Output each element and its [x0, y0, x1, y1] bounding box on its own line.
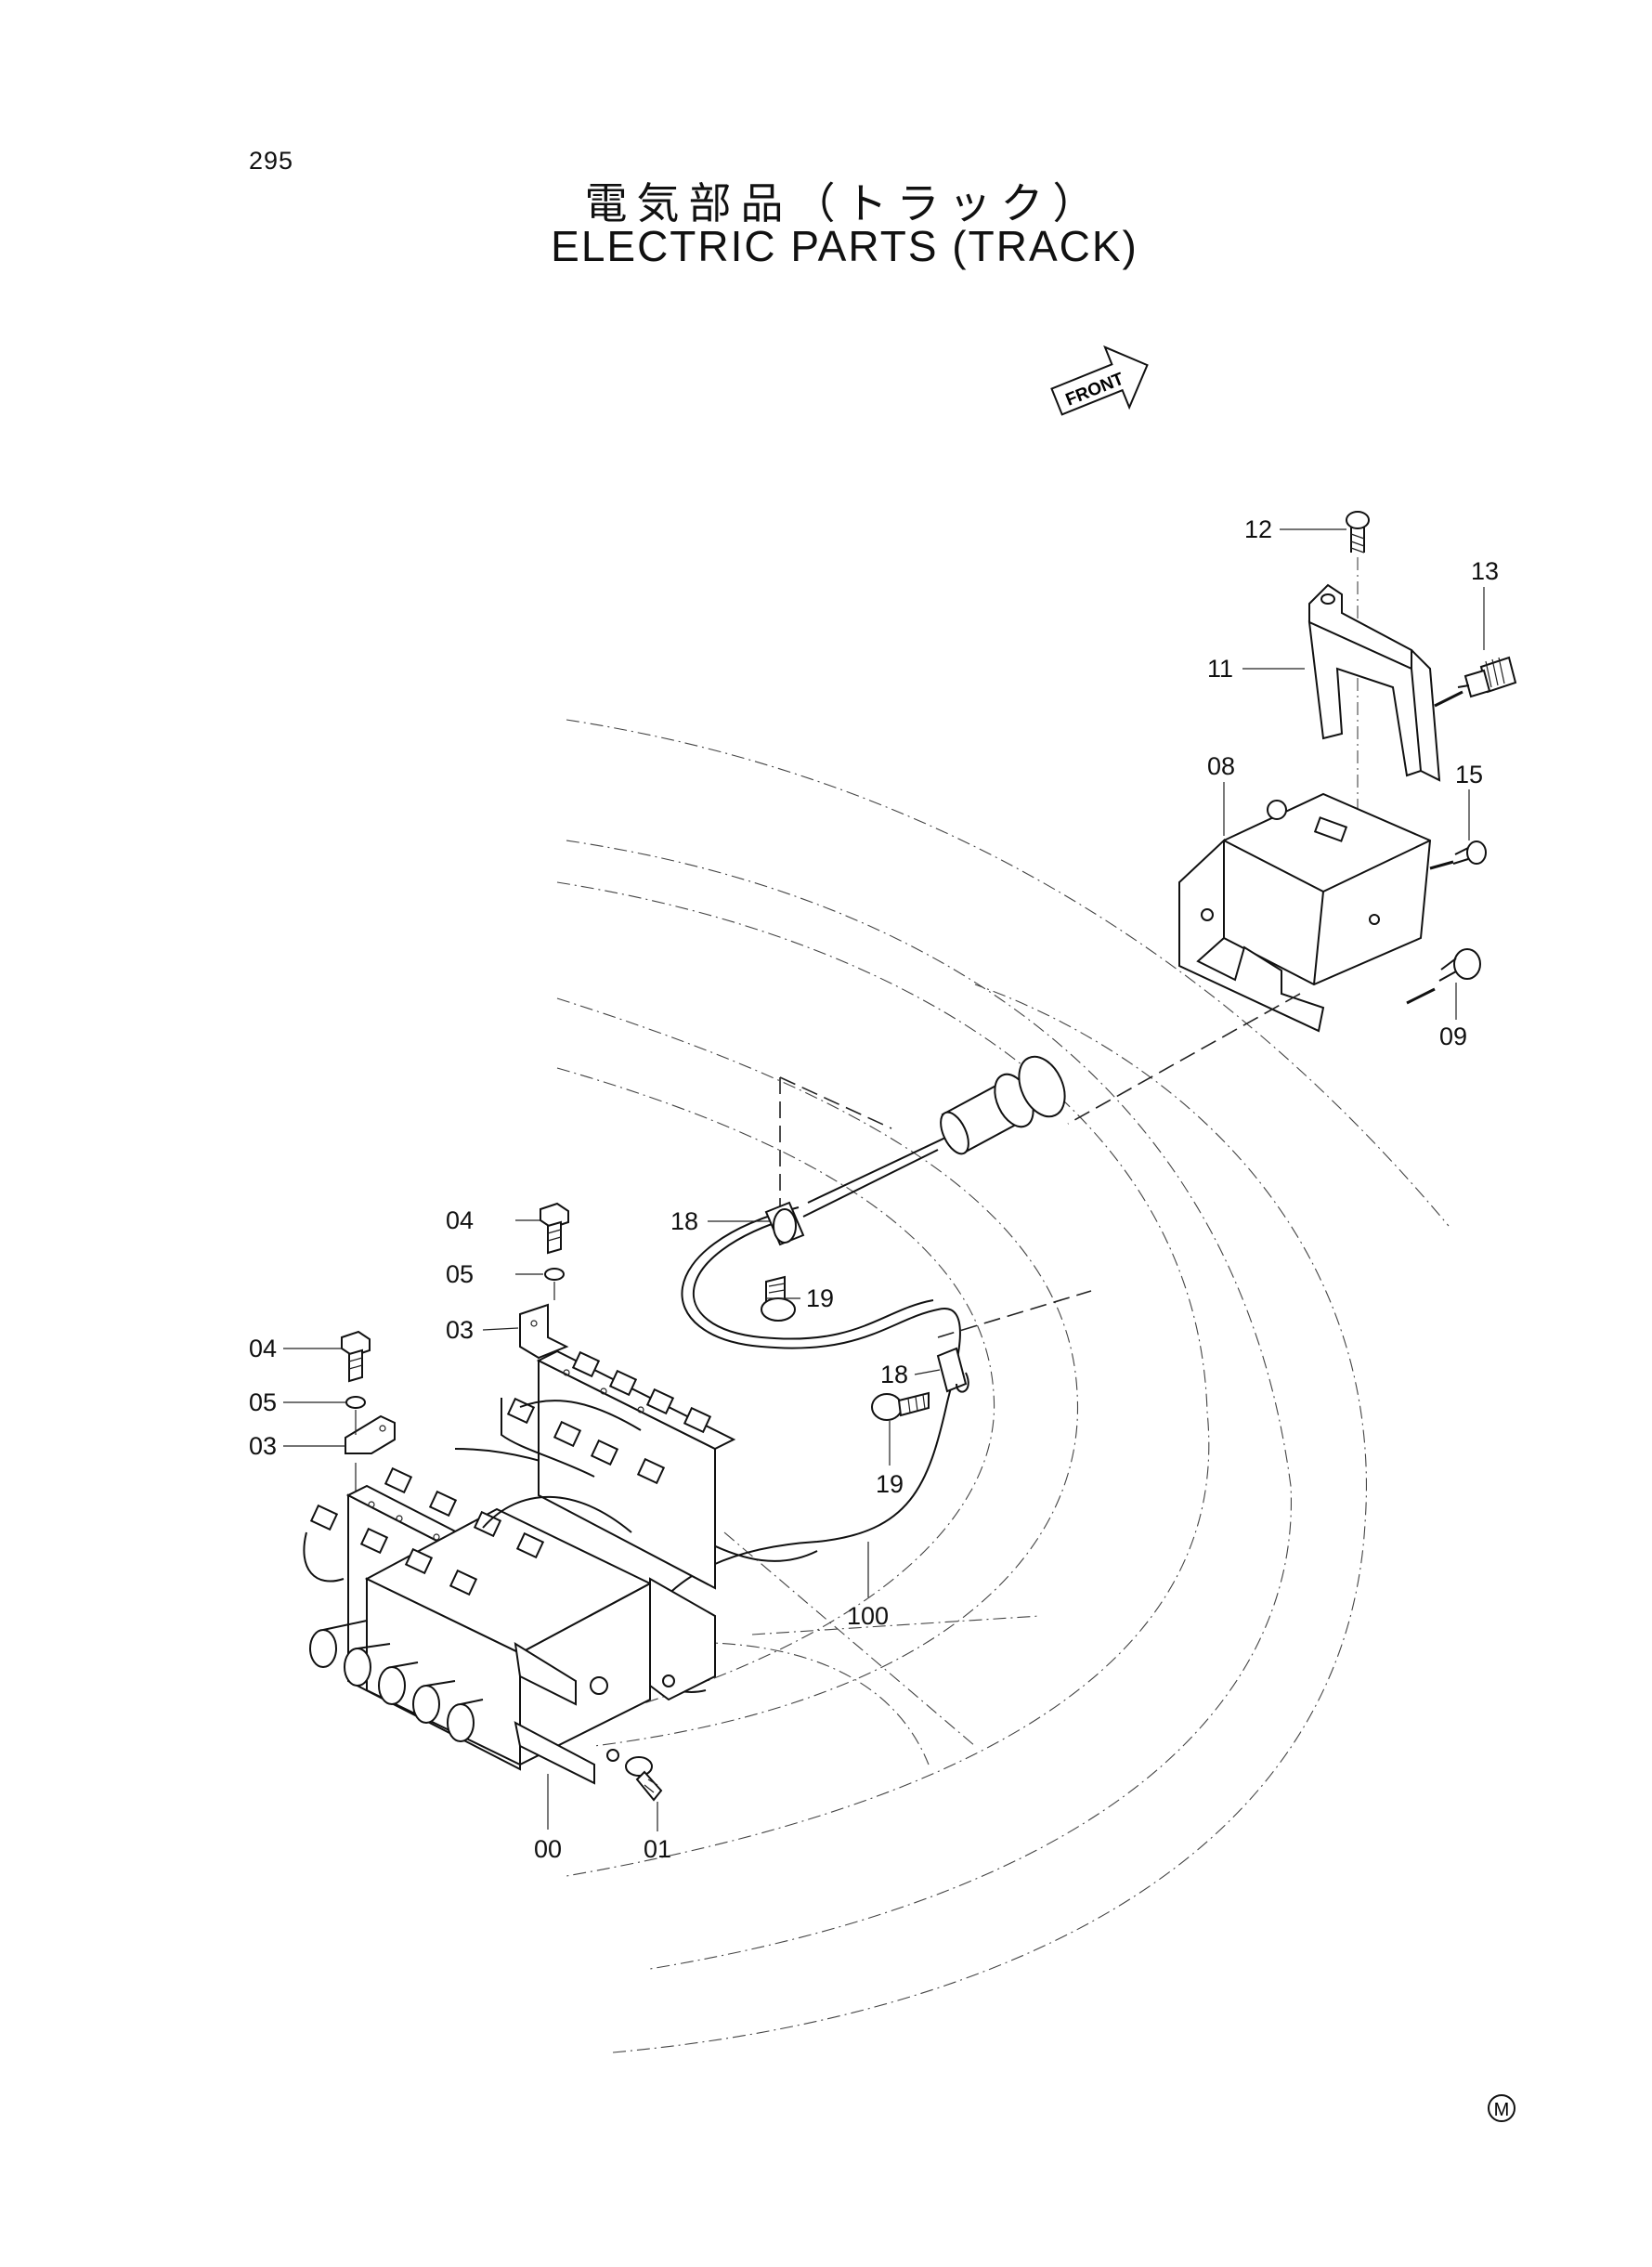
callout-09: 09: [1439, 1023, 1467, 1050]
washer-05-upper: [544, 1268, 565, 1281]
callout-labels: 12 13 11 08 15 09 04 05 03 18 19 04 05 0…: [249, 515, 1499, 1863]
screw-12: [1346, 511, 1370, 554]
page-number: 295: [249, 147, 294, 175]
callout-18-lower: 18: [880, 1361, 908, 1388]
callout-100: 100: [847, 1602, 889, 1630]
bolt-04-upper: [540, 1202, 569, 1255]
callout-11: 11: [1207, 655, 1233, 683]
callout-18-upper: 18: [670, 1207, 698, 1235]
callout-03-upper: 03: [446, 1316, 474, 1344]
circled-m-mark: M: [1488, 2094, 1515, 2122]
callout-05-lower: 05: [249, 1388, 277, 1416]
callout-13: 13: [1471, 557, 1499, 585]
valve-spools: [309, 1620, 484, 1742]
coil-connectors-front: [309, 1466, 545, 1596]
callout-08: 08: [1207, 752, 1235, 780]
bolt-04-lower: [341, 1330, 371, 1383]
washer-05-lower: [345, 1396, 366, 1409]
callout-05-upper: 05: [446, 1260, 474, 1288]
callout-01: 01: [644, 1835, 671, 1863]
callout-19-upper: 19: [806, 1284, 834, 1312]
callout-03-lower: 03: [249, 1432, 277, 1460]
clamp-18-lower: [936, 1347, 969, 1393]
box-08: [1178, 792, 1432, 1033]
bracket-03-lower: [345, 1414, 396, 1454]
bolt-01: [625, 1756, 663, 1802]
harness-connector: [802, 1055, 1066, 1218]
knob-13: [1457, 656, 1517, 698]
callout-00: 00: [534, 1835, 562, 1863]
callout-04-upper: 04: [446, 1206, 474, 1234]
controller-box-assembly: [1067, 511, 1517, 1125]
callout-12: 12: [1244, 515, 1272, 543]
screw-09: [1438, 948, 1481, 982]
solenoid-valve-assembly: [303, 1349, 736, 1785]
coil-connectors-back: [506, 1350, 712, 1485]
mark-letter: M: [1494, 2100, 1510, 2120]
callout-15: 15: [1455, 761, 1483, 788]
title-english: ELECTRIC PARTS (TRACK): [551, 222, 1138, 270]
clamp-18-upper: [764, 1201, 805, 1246]
front-direction-arrow: FRONT: [1050, 345, 1149, 416]
bracket-11: [1307, 583, 1441, 782]
screw-15: [1452, 840, 1487, 865]
callout-19-lower: 19: [876, 1470, 904, 1498]
front-label: FRONT: [1063, 370, 1127, 410]
title-japanese: 電気部品（トラック）: [584, 178, 1105, 228]
callout-04-lower: 04: [249, 1335, 277, 1362]
leader-lines: [283, 528, 1485, 1831]
bolt-19-lower: [871, 1391, 930, 1421]
bracket-03-upper: [519, 1303, 569, 1360]
